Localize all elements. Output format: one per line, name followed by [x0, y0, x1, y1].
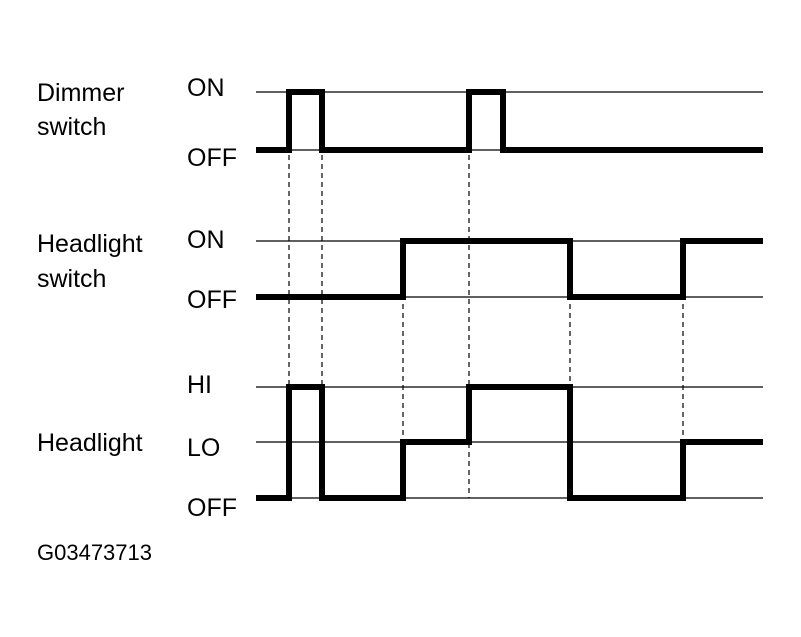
waveforms [256, 89, 763, 501]
headlight-switch-level-on: ON [187, 226, 225, 254]
headlight-switch-name-line2: switch [37, 265, 106, 293]
dimmer-level-off: OFF [187, 144, 237, 172]
figure-id: G03473713 [37, 540, 152, 565]
waveform-signal-2 [256, 384, 763, 501]
headlight-level-off: OFF [187, 494, 237, 522]
headlight-name: Headlight [37, 429, 143, 457]
dimmer-level-on: ON [187, 74, 225, 102]
dimmer-switch-name-line1: Dimmer [37, 79, 125, 107]
headlight-switch-name-line1: Headlight [37, 230, 143, 258]
headlight-level-hi: HI [187, 371, 212, 399]
headlight-switch-level-off: OFF [187, 286, 237, 314]
waveform-signal-0 [256, 89, 763, 153]
headlight-level-lo: LO [187, 434, 220, 462]
dimmer-switch-name-line2: switch [37, 113, 106, 141]
waveform-signal-1 [256, 238, 763, 300]
